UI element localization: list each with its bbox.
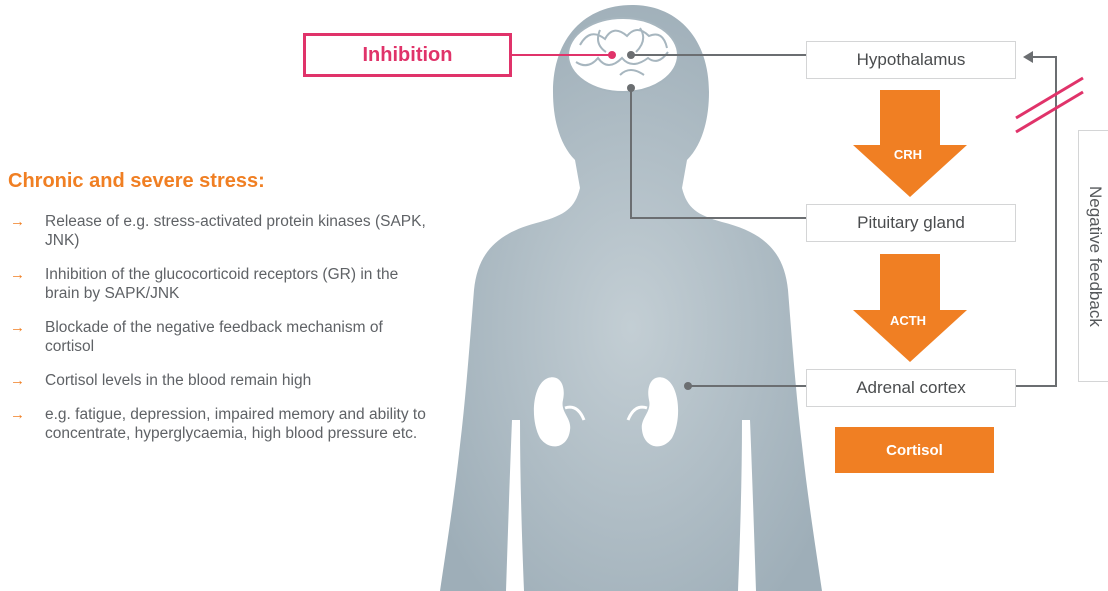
pituitary-dot bbox=[627, 84, 635, 92]
adrenal-cortex-box: Adrenal cortex bbox=[806, 369, 1016, 407]
list-item: → Release of e.g. stress-activated prote… bbox=[10, 212, 430, 250]
inhibition-label: Inhibition bbox=[303, 33, 512, 77]
bullet-text: e.g. fatigue, depression, impaired memor… bbox=[45, 406, 426, 442]
list-item: → Blockade of the negative feedback mech… bbox=[10, 318, 430, 356]
arrow-icon: → bbox=[10, 212, 25, 231]
bullet-text: Release of e.g. stress-activated protein… bbox=[45, 213, 426, 249]
acth-label: ACTH bbox=[868, 313, 948, 328]
crh-label: CRH bbox=[868, 147, 948, 162]
arrow-icon: → bbox=[10, 318, 25, 337]
crh-arrow bbox=[853, 90, 967, 197]
list-item: → Inhibition of the glucocorticoid recep… bbox=[10, 265, 430, 303]
bullet-text: Cortisol levels in the blood remain high bbox=[45, 372, 311, 389]
negative-feedback-label: Negative feedback bbox=[1080, 130, 1108, 382]
cortisol-box: Cortisol bbox=[835, 427, 994, 473]
arrow-icon: → bbox=[10, 405, 25, 424]
feedback-arrowhead-icon bbox=[1023, 51, 1033, 63]
hypothalamus-dot bbox=[627, 51, 635, 59]
arrow-icon: → bbox=[10, 265, 25, 284]
bullet-text: Blockade of the negative feedback mechan… bbox=[45, 319, 383, 355]
acth-arrow bbox=[853, 254, 967, 362]
list-item: → e.g. fatigue, depression, impaired mem… bbox=[10, 405, 430, 443]
bullet-text: Inhibition of the glucocorticoid recepto… bbox=[45, 266, 398, 302]
stress-effects-list: → Release of e.g. stress-activated prote… bbox=[10, 212, 430, 458]
list-item: → Cortisol levels in the blood remain hi… bbox=[10, 371, 430, 390]
adrenal-dot bbox=[684, 382, 692, 390]
arrow-icon: → bbox=[10, 371, 25, 390]
pituitary-gland-box: Pituitary gland bbox=[806, 204, 1016, 242]
hypothalamus-box: Hypothalamus bbox=[806, 41, 1016, 79]
inhibition-dot bbox=[608, 51, 616, 59]
stress-heading: Chronic and severe stress: bbox=[8, 170, 265, 193]
